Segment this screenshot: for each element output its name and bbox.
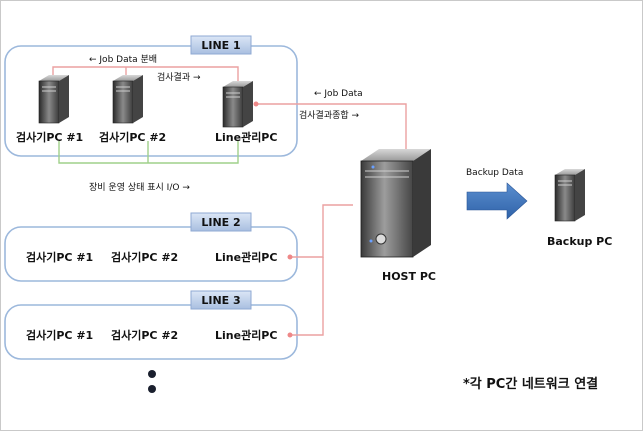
line1-manager-pc-label: Line관리PC	[215, 130, 277, 144]
line3-label-box	[190, 290, 252, 310]
line2-label-box	[190, 212, 252, 232]
equipment-status-label: 장비 운영 상태 표시 I/O →	[89, 182, 190, 193]
line2-link-dot	[287, 254, 293, 260]
host-pc-icon	[360, 149, 431, 258]
line2-label: LINE 2	[201, 216, 240, 229]
line3-label: LINE 3	[201, 294, 240, 307]
job-data-distribution-label: ← Job Data 분배	[89, 54, 157, 65]
backup-arrow-icon	[466, 182, 528, 220]
more-lines-dot-2	[148, 385, 156, 393]
line2-inspector-pc-2-label: 검사기PC #2	[111, 250, 178, 264]
line2-to-host-link	[290, 204, 353, 258]
line1-inspector-pc-2-label: 검사기PC #2	[99, 130, 166, 144]
line3-manager-pc-label: Line관리PC	[215, 328, 277, 342]
network-footnote: *각 PC간 네트워크 연결	[463, 376, 598, 392]
backup-pc-label: Backup PC	[547, 235, 612, 248]
line3-link-dot	[287, 332, 293, 338]
inspection-result-label: 검사결과 →	[157, 71, 201, 83]
job-data-distribution-line	[52, 66, 239, 83]
line1-label-box	[190, 35, 252, 55]
line3-inspector-pc-1-label: 검사기PC #1	[26, 328, 93, 342]
inspector-pc-2-icon	[112, 75, 143, 124]
line3-to-host-link	[290, 257, 324, 336]
line2-inspector-pc-1-label: 검사기PC #1	[26, 250, 93, 264]
host-pc-label: HOST PC	[382, 270, 436, 283]
line2-manager-pc-label: Line관리PC	[215, 250, 277, 264]
line3-panel	[4, 304, 298, 360]
host-job-data-label: ← Job Data	[314, 89, 363, 99]
inspection-result-aggregate-label: 검사결과종합 →	[299, 109, 360, 121]
line1-label: LINE 1	[201, 39, 240, 52]
line3-inspector-pc-2-label: 검사기PC #2	[111, 328, 178, 342]
line1-to-host-link	[256, 103, 407, 149]
inspector-pc-1-icon	[38, 75, 69, 124]
line1-inspector-pc-1-label: 검사기PC #1	[16, 130, 83, 144]
backup-data-label: Backup Data	[466, 168, 523, 178]
line1-link-dot	[253, 101, 259, 107]
more-lines-dot-1	[148, 370, 156, 378]
line1-panel	[4, 45, 298, 157]
line2-panel	[4, 226, 298, 282]
line-manager-pc-icon	[222, 81, 253, 128]
backup-pc-icon	[554, 169, 585, 222]
